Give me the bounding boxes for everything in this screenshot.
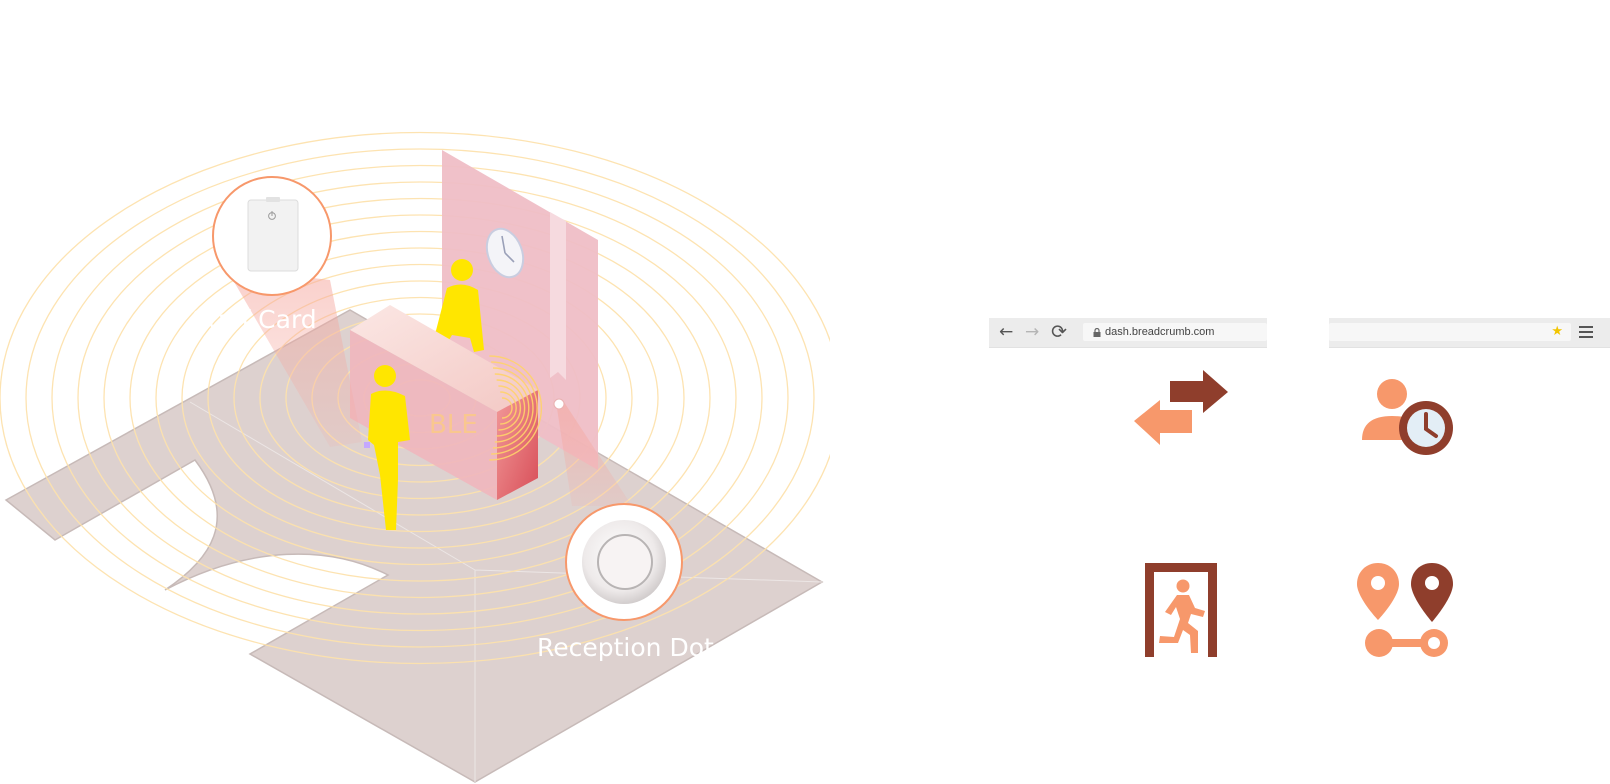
ble-wave-arc	[494, 373, 530, 443]
user-clock-icon	[1362, 379, 1453, 455]
star-icon[interactable]: ★	[1551, 324, 1563, 339]
ble-wave-arc	[501, 397, 513, 419]
ble-ring	[155, 230, 685, 566]
ble-wave-arc	[489, 355, 543, 461]
address-bar-end[interactable]: ★	[1329, 323, 1571, 341]
ble-ring	[77, 181, 763, 615]
staff-card-beam	[226, 268, 362, 447]
reception-dot-mount	[553, 398, 565, 410]
desk-top	[350, 305, 538, 412]
forward-arrow-icon[interactable]: →	[1025, 322, 1040, 342]
ble-wave-arc	[498, 385, 522, 431]
route-pins-icon	[1357, 563, 1453, 657]
reload-icon[interactable]: ⟳	[1051, 321, 1067, 343]
back-arrow-icon[interactable]: ←	[999, 322, 1014, 342]
ble-signal-rings	[0, 131, 830, 665]
ble-wave-arc	[491, 361, 538, 455]
browser-toolbar-right: ★	[1329, 318, 1610, 348]
ble-ring	[129, 214, 711, 582]
ble-ring	[51, 164, 789, 632]
url-text: dash.breadcrumb.com	[1105, 326, 1215, 338]
address-bar[interactable]: dash.breadcrumb.com	[1083, 323, 1267, 341]
visitor-person-figure	[364, 365, 410, 530]
browser-toolbar: ← → ⟳ dash.breadcrumb.com	[989, 318, 1267, 348]
ble-ring	[0, 131, 830, 665]
reception-illustration: BLE Staff Card Reception Dot	[0, 131, 830, 783]
ble-wave-arc	[500, 391, 517, 425]
reception-dot-beam	[556, 402, 632, 506]
ble-ring	[233, 280, 607, 516]
staff-card-label: Staff Card	[192, 305, 317, 334]
staff-card-callout	[212, 176, 332, 296]
ble-ring	[25, 148, 815, 648]
ble-ring	[103, 197, 737, 599]
ble-ring	[181, 247, 659, 549]
ble-wave-arc	[496, 379, 526, 437]
ble-label: BLE	[429, 410, 478, 440]
ble-wave-arc	[492, 367, 534, 449]
reception-dot-label: Reception Dot	[537, 633, 714, 662]
exchange-arrows-icon	[1134, 370, 1228, 445]
lock-icon	[1093, 327, 1101, 337]
menu-icon[interactable]	[1579, 323, 1593, 341]
wall-clock-icon	[485, 227, 525, 279]
reception-dot-callout	[565, 503, 683, 621]
ble-ring	[207, 263, 633, 533]
ble-wave-arcs	[489, 355, 543, 461]
exit-door-icon	[1145, 563, 1217, 657]
wall-banner	[550, 212, 566, 380]
